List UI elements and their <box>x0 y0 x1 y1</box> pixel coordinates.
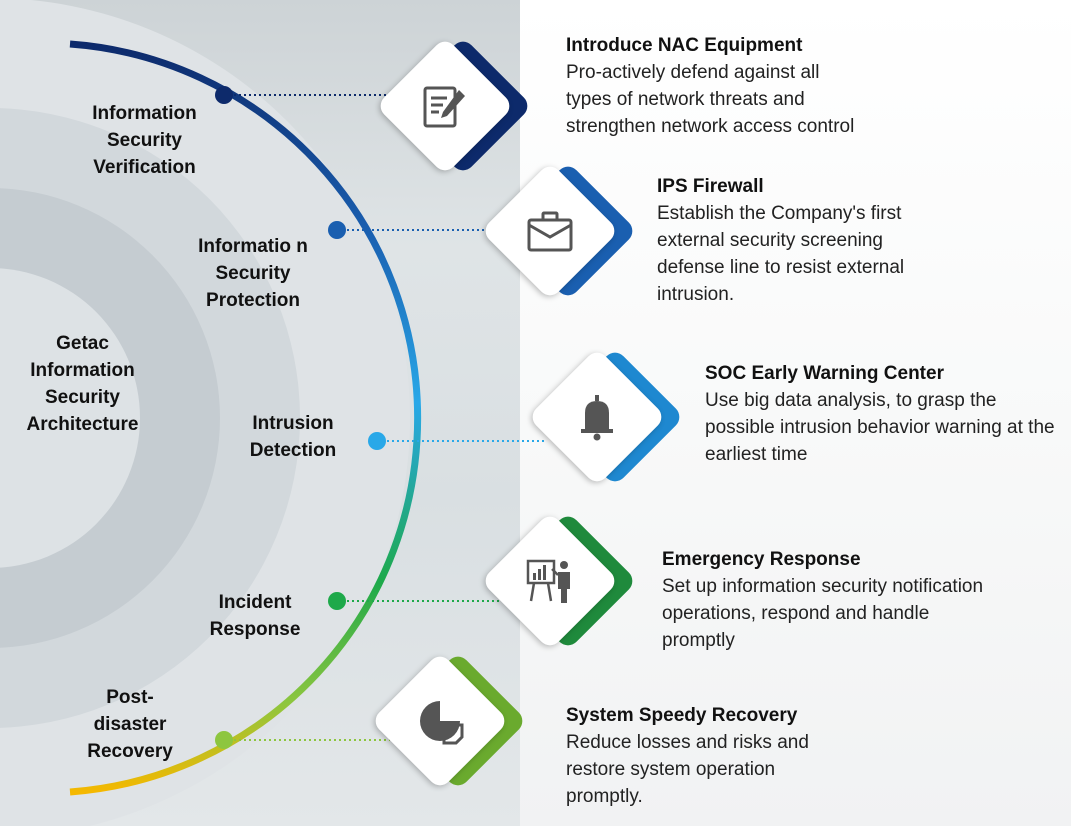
node-dot-recovery <box>215 731 233 749</box>
briefcase-icon <box>527 211 573 252</box>
item-title: System Speedy Recovery <box>566 705 798 726</box>
stage-label-protection: Informatio n Security Protection <box>198 236 308 311</box>
timeline-arc <box>69 40 422 796</box>
item-title: Emergency Response <box>662 549 861 570</box>
item-body: Use big data analysis, to grasp the poss… <box>705 390 1055 465</box>
card-nac <box>375 36 533 176</box>
center-label: Getac Information Security Architecture <box>26 333 139 435</box>
node-dot-detection <box>368 432 386 450</box>
item-body: Reduce losses and risks and restore syst… <box>566 732 809 807</box>
item-title: SOC Early Warning Center <box>705 363 944 384</box>
item-title: Introduce NAC Equipment <box>566 35 803 56</box>
item-ips: IPS Firewall Establish the Company's fir… <box>657 173 922 308</box>
document-pen-icon <box>423 86 465 128</box>
stage-label-response: Incident Response <box>209 592 301 640</box>
bell-icon <box>581 395 613 441</box>
node-dot-verification <box>215 86 233 104</box>
item-soc: SOC Early Warning Center Use big data an… <box>705 360 1055 468</box>
node-dot-protection <box>328 221 346 239</box>
item-body: Set up information security notification… <box>662 576 984 651</box>
stage-label-detection: Intrusion Detection <box>249 413 337 461</box>
item-recovery: System Speedy Recovery Reduce losses and… <box>566 702 841 810</box>
card-ips <box>480 161 638 301</box>
item-body: Pro-actively defend against all types of… <box>566 62 855 137</box>
item-emergency: Emergency Response Set up information se… <box>662 546 1002 654</box>
stage-label-verification: Information Security Verification <box>92 103 197 178</box>
item-body: Establish the Company's first external s… <box>657 203 905 305</box>
card-recovery <box>370 651 528 791</box>
presenter-icon <box>526 559 570 603</box>
pie-chart-icon <box>420 701 464 745</box>
item-nac: Introduce NAC Equipment Pro-actively def… <box>566 32 866 140</box>
core-ring <box>0 268 140 568</box>
node-dot-response <box>328 592 346 610</box>
item-title: IPS Firewall <box>657 176 764 197</box>
card-emergency <box>480 511 638 651</box>
stage-label-recovery: Post- disaster Recovery <box>87 687 173 762</box>
card-soc <box>527 347 685 487</box>
